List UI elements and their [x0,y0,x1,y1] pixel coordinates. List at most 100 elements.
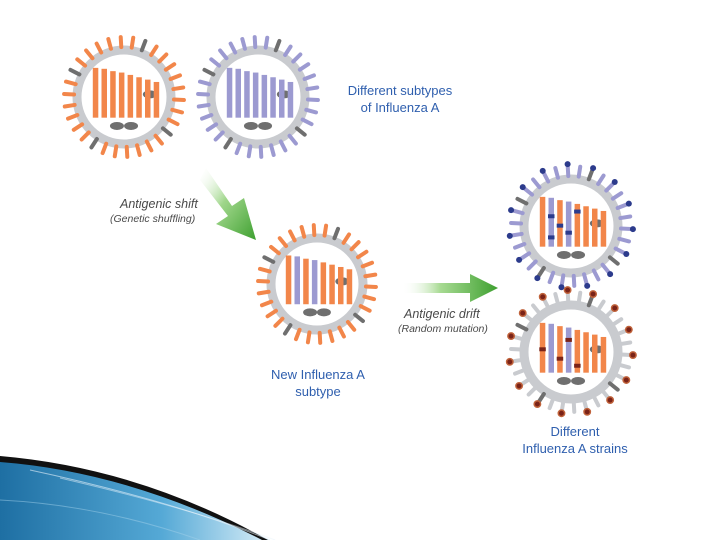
rna-segment [320,262,327,305]
random-mutation-text: (Random mutation) [398,323,488,335]
rna-segment [235,68,241,118]
surface-spike [157,52,169,64]
surface-spike [300,117,314,127]
surface-spike [297,62,311,72]
rna-segment [600,210,607,247]
surface-spike [332,226,341,241]
surface-spike [170,107,184,115]
surface-spike [513,368,527,376]
surface-spike [293,327,302,342]
surface-spike [252,35,258,50]
surface-spike [118,35,124,50]
surface-spike [518,251,532,261]
surface-spike [360,260,375,269]
mutated-antigen [519,184,526,191]
surface-spike [213,130,225,142]
surface-spike [223,136,233,150]
surface-spike [600,262,611,275]
surface-spike [617,362,631,370]
surface-spike [615,202,629,210]
surface-spike [571,399,577,414]
rna-segment [346,269,353,305]
rna-segment [583,206,589,247]
surface-spike [526,259,538,271]
surface-spike [62,102,77,109]
surface-spike [536,265,546,279]
surface-spike [511,208,525,216]
surface-spike [541,170,551,184]
surface-spike [265,308,278,319]
surface-spike [327,329,335,343]
surface-spike [269,143,276,157]
surface-spike [144,139,154,153]
surface-spike [198,79,212,87]
rna-segment [244,71,250,118]
rna-segment [583,332,589,373]
label-different-strains: Different Influenza A strains [500,423,650,457]
surface-spike [94,41,104,55]
surface-spike [302,73,316,81]
surface-spike [168,73,182,81]
surface-spike [311,223,317,238]
surface-spike [196,102,211,109]
mutated-antigen [589,290,598,299]
rna-segment [311,260,318,305]
surface-spike [363,272,378,279]
surface-spike [149,44,159,58]
surface-spike [305,85,320,92]
surface-spike [209,57,222,68]
surface-spike [591,268,601,282]
surface-spike [294,126,307,137]
surface-spike [205,122,219,132]
rna-segment [303,258,309,305]
surface-spike [610,317,624,327]
surface-spike [100,141,109,156]
surface-spike [246,144,253,159]
surface-spike [618,214,633,221]
surface-spike [547,270,556,285]
mutated-antigen [623,251,630,258]
rna-segment [127,74,134,118]
different-strains-line1: Different [550,424,600,439]
surface-spike [607,381,620,392]
surface-spike [163,62,177,72]
mutated-antigen [607,271,614,278]
surface-spike [515,322,529,332]
antigenic-drift-title: Antigenic drift [404,307,480,321]
surface-spike [591,394,601,408]
surface-spike [71,122,85,132]
virus-orange-subtype [62,35,186,159]
surface-spike [317,330,323,345]
surface-spike [559,273,566,288]
different-strains-line2: Influenza A strains [522,441,628,456]
surface-spike [337,325,346,339]
surface-spike [596,173,606,187]
surface-spike [79,130,91,142]
rna-segment [145,79,151,118]
rna-segment [226,67,233,118]
surface-spike [571,273,577,288]
surface-spike [304,107,318,115]
surface-spike [596,299,606,313]
surface-spike [259,299,274,308]
surface-spike [618,340,633,347]
surface-spike [582,272,589,286]
surface-spike [89,136,99,150]
surface-spike [106,37,113,51]
mutated-antigen [611,179,618,186]
mutated-antigen [625,200,632,207]
rna-segment [92,67,99,118]
surface-spike [362,294,377,302]
surface-spike [258,144,264,159]
surface-spike [341,232,352,245]
mutated-antigen [534,275,541,282]
surface-spike [515,196,529,206]
mutated-antigen [624,325,633,334]
surface-spike [202,67,216,77]
mutated-antigen [538,292,547,301]
antigenic-shift-arrow [200,168,256,240]
new-subtype-line2: subtype [295,384,341,399]
antigenic-drift-arrow [402,274,498,302]
mutated-antigen [583,407,592,416]
